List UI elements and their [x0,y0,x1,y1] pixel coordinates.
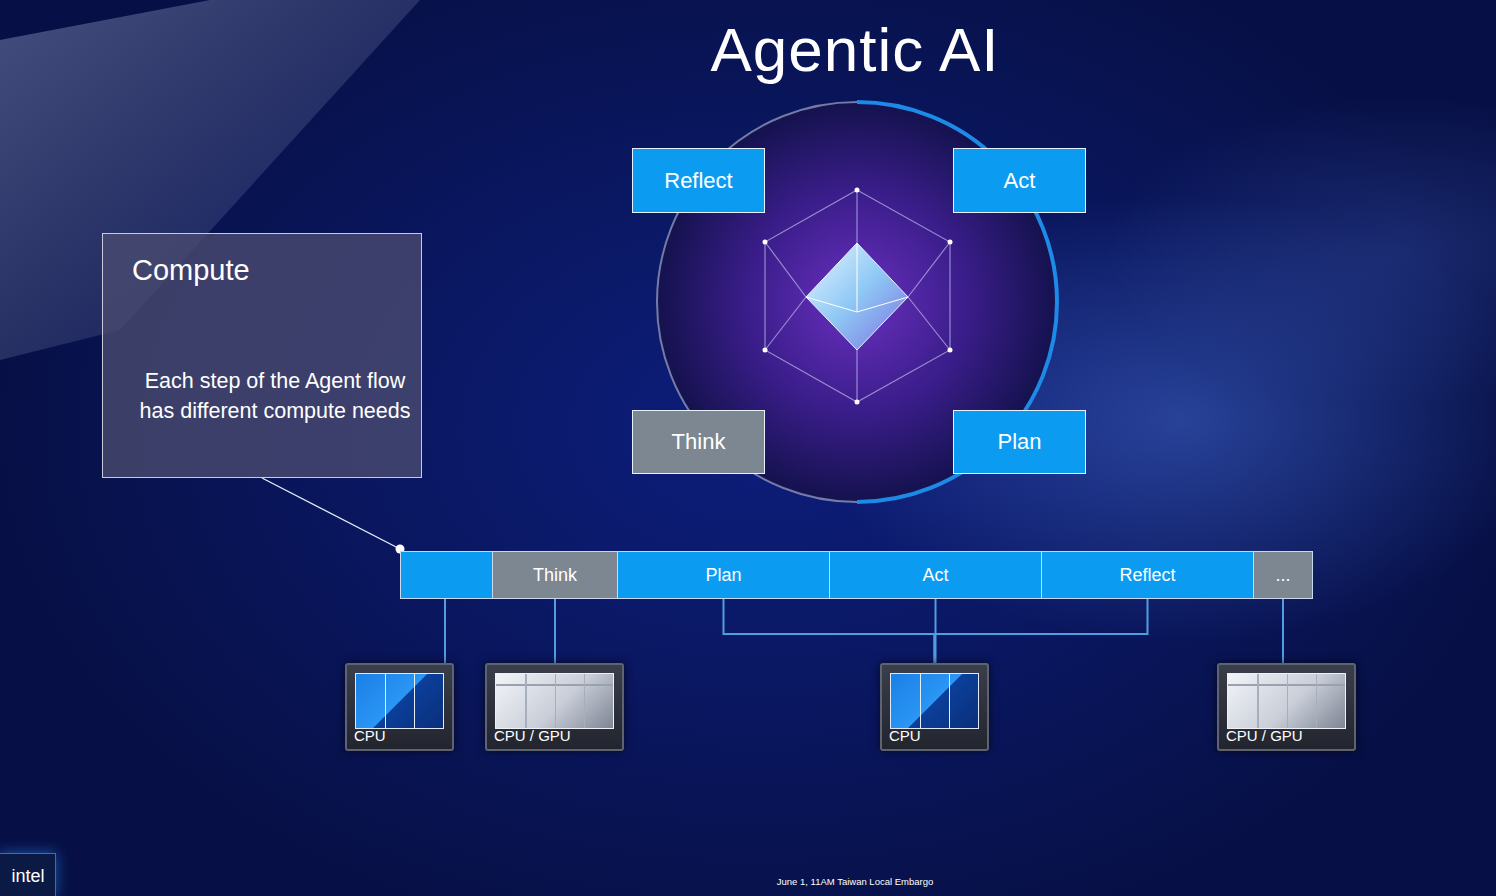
box-label: Reflect [664,168,732,194]
cpu-die [890,673,979,729]
logo-text: intel [0,866,56,887]
connector [1282,599,1284,663]
cpu-die [355,673,444,729]
callout-heading: Compute [132,254,250,287]
die-divider [1287,674,1289,728]
die-divider [525,674,527,728]
box-label: Think [533,565,577,586]
embargo-note: June 1, 11AM Taiwan Local Embargo [655,876,1055,887]
gpu-die [1227,673,1346,729]
connector [724,599,935,663]
cpu-chip: CPU [345,663,454,751]
box-label: Reflect [1119,565,1175,586]
step-box: Reflect [632,148,765,213]
box-label: Plan [997,429,1041,455]
band-segment: ... [1253,551,1313,599]
die-divider [414,674,416,728]
box-label: ... [1275,565,1290,586]
cpu-gpu-chip: CPU / GPU [1217,663,1356,751]
die-divider [385,674,387,728]
connector [935,599,1148,663]
gem [806,243,908,350]
box-label: Act [1004,168,1036,194]
band-segment [400,551,493,599]
die-divider [584,674,586,728]
chip-label: CPU [354,727,386,744]
leader-line [262,478,400,549]
chip-label: CPU / GPU [1226,727,1303,744]
cpu-chip: CPU [880,663,989,751]
wire [444,599,446,663]
chip-label: CPU [889,727,921,744]
callout-box: ComputeEach step of the Agent flow has d… [102,233,422,478]
connector [554,599,556,663]
step-box: Plan [953,410,1086,474]
band-segment: Act [829,551,1042,599]
gpu-die [495,673,614,729]
die-divider [920,674,922,728]
cpu-gpu-chip: CPU / GPU [485,663,624,751]
die-divider [949,674,951,728]
chip-label: CPU / GPU [494,727,571,744]
callout-body: Each step of the Agent flow has differen… [131,366,419,426]
die-divider [1257,674,1259,728]
step-box: Think [632,410,765,474]
band-segment: Reflect [1041,551,1254,599]
step-box: Act [953,148,1086,213]
box-label: Think [672,429,726,455]
title: Agentic AI [555,14,1155,85]
box-label: Act [922,565,948,586]
band-segment: Plan [617,551,830,599]
band-segment: Think [492,551,618,599]
wireframe [765,190,950,402]
die-divider [555,674,557,728]
die-divider [1316,674,1318,728]
wireframe-nodes [763,188,953,405]
box-label: Plan [705,565,741,586]
